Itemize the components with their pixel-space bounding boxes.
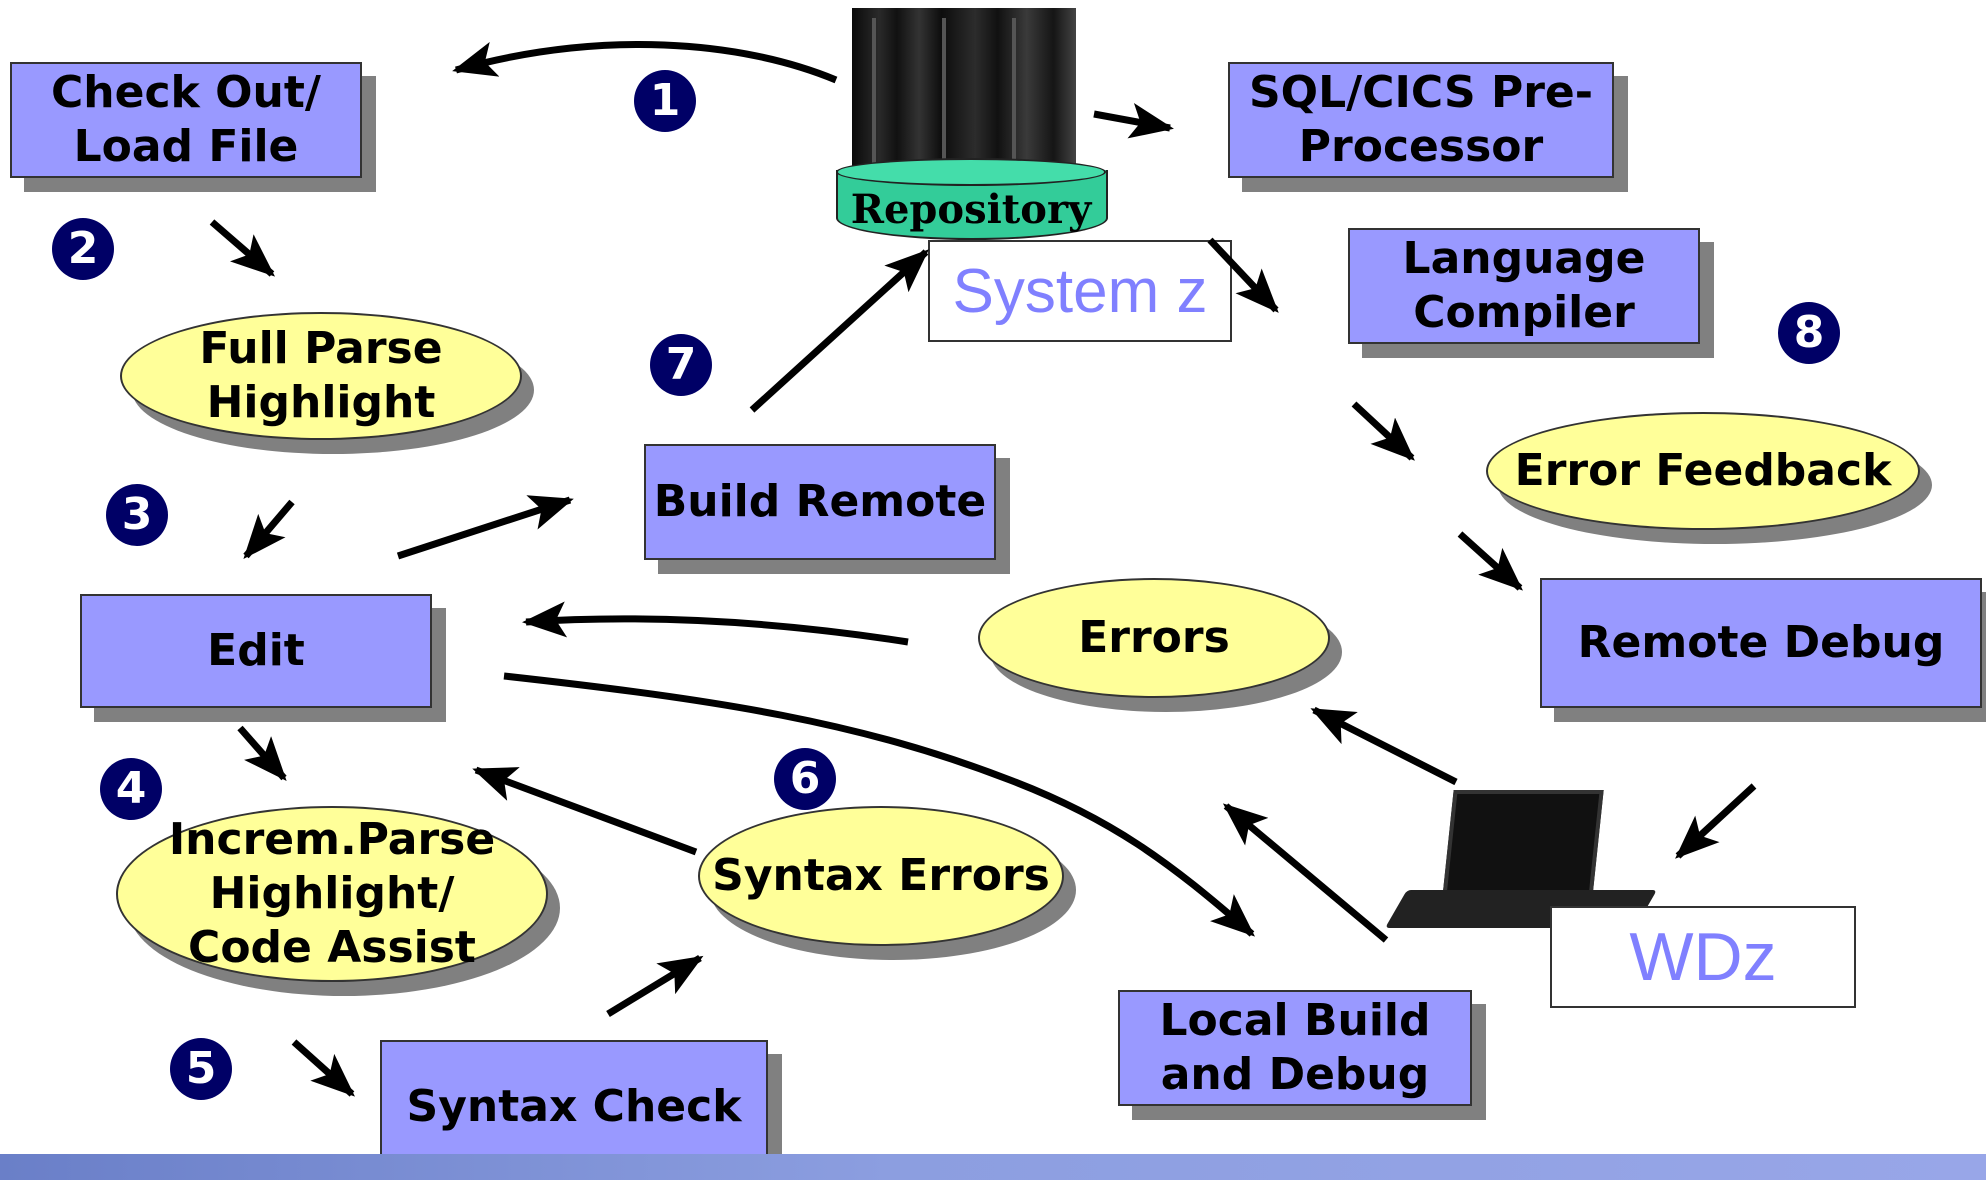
arrow-localbuild-to-laptop	[1222, 803, 1389, 943]
arrow-edit-to-incremparse	[237, 725, 287, 782]
edit-box: Edit	[80, 594, 432, 708]
local-build-debug-box: Local Build and Debug	[1118, 990, 1472, 1106]
arrow-repo-to-sql	[1093, 103, 1174, 139]
arrow-fullparse-to-edit	[243, 499, 295, 560]
arrow-laptop-to-errors	[1310, 706, 1458, 786]
increm-parse-ellipse: Increm.Parse Highlight/ Code Assist	[116, 806, 548, 982]
step-badge-1: 1	[634, 70, 696, 132]
arrow-incremparse-to-checksyntax	[291, 1039, 355, 1097]
wdz-label: WDz	[1550, 906, 1856, 1008]
sql-cics-preprocessor-box: SQL/CICS Pre- Processor	[1228, 62, 1614, 178]
error-feedback-ellipse: Error Feedback	[1486, 412, 1920, 530]
step-badge-2: 2	[52, 218, 114, 280]
repository-cylinder: Repository	[836, 158, 1108, 246]
arrow-buildremote-to-repo	[749, 249, 929, 413]
arrow-repo-to-compiler	[1207, 237, 1279, 313]
step-badge-6: 6	[774, 748, 836, 810]
syntax-check-box: Syntax Check	[380, 1040, 768, 1174]
step-badge-7: 7	[650, 334, 712, 396]
step-badge-4: 4	[100, 758, 162, 820]
arrow-repo-to-checkout	[452, 41, 838, 84]
build-remote-box: Build Remote	[644, 444, 996, 560]
language-compiler-box: Language Compiler	[1348, 228, 1700, 344]
footer-bar	[0, 1154, 1986, 1180]
arrow-errors-to-edit	[522, 601, 909, 646]
arrow-edit-to-buildremote	[396, 495, 574, 560]
arrow-edit-to-localbuild	[503, 672, 1256, 937]
step-badge-8: 8	[1778, 302, 1840, 364]
system-z-label: System z	[928, 240, 1232, 342]
repository-label: Repository	[850, 186, 1092, 233]
arrow-syntaxerrors-to-incremparse	[472, 766, 698, 856]
step-badge-5: 5	[170, 1038, 232, 1100]
arrow-compiler-to-errorfeedback	[1351, 401, 1415, 461]
remote-debug-box: Remote Debug	[1540, 578, 1982, 708]
arrow-syntaxcheck-to-syntaxerrors	[606, 955, 704, 1017]
full-parse-highlight-ellipse: Full Parse Highlight	[120, 312, 522, 440]
arrow-errorfeedback-to-remotedebug	[1457, 531, 1523, 591]
syntax-errors-ellipse: Syntax Errors	[698, 806, 1064, 946]
step-badge-3: 3	[106, 484, 168, 546]
arrow-remotedebug-to-laptop	[1675, 783, 1757, 859]
arrow-checkout-to-fullparse	[209, 219, 276, 277]
checkout-load-file-box: Check Out/ Load File	[10, 62, 362, 178]
errors-ellipse: Errors	[978, 578, 1330, 698]
